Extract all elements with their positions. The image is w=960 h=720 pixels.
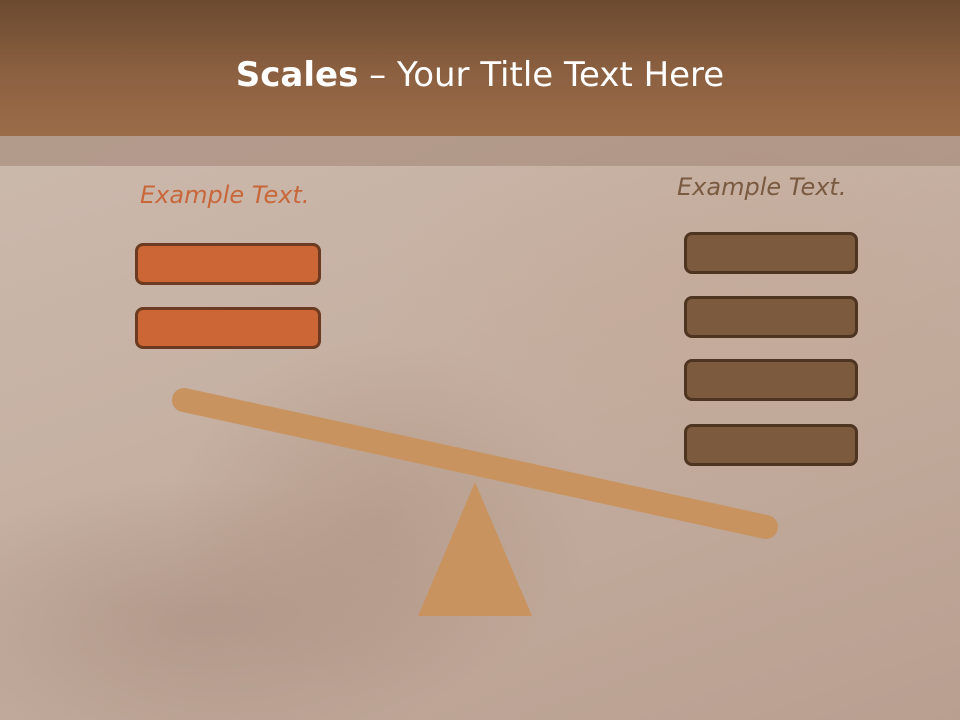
left-box-2 [135,307,321,349]
left-label: Example Text. [140,181,310,209]
left-box-1 [135,243,321,285]
right-box-4 [684,424,858,466]
right-label: Example Text. [677,173,847,201]
right-box-1 [684,232,858,274]
header-shadow-band [0,136,960,166]
scale-beam [172,388,778,539]
title-bar: Scales – Your Title Text Here [0,0,960,136]
scale-fulcrum [418,482,532,616]
right-box-2 [684,296,858,338]
title-rest: – Your Title Text Here [358,55,725,95]
title-bold: Scales [235,55,359,95]
right-box-3 [684,359,858,401]
slide-title: Scales – Your Title Text Here [0,52,960,98]
